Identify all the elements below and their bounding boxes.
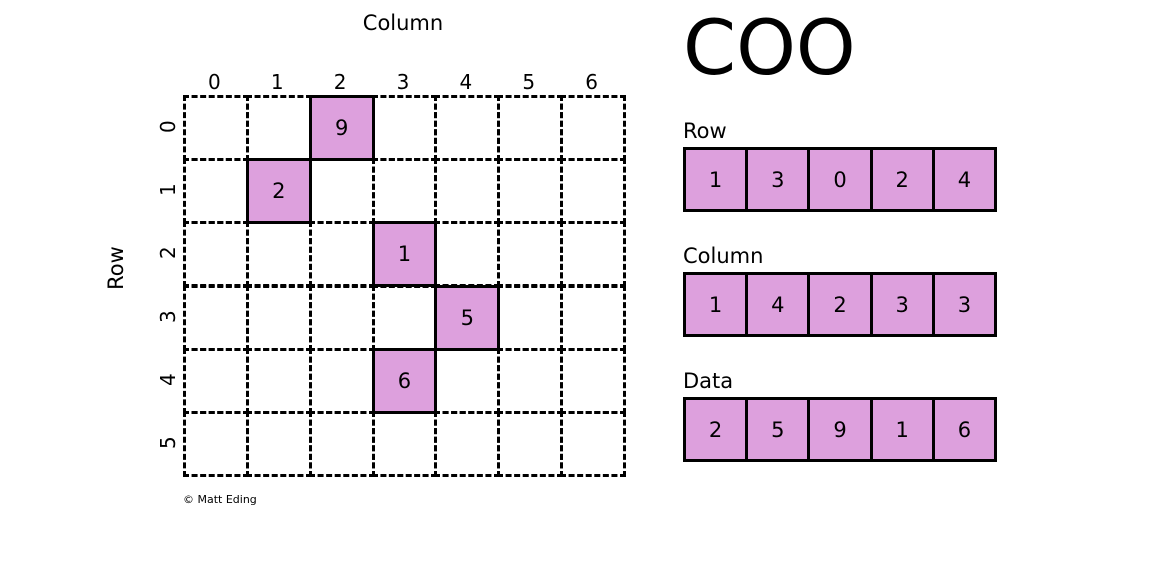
matrix-cell-empty-r1-c0 [183, 158, 249, 225]
coo-array-cell: 1 [686, 150, 749, 209]
matrix-cell-empty-r1-c2 [308, 158, 375, 225]
matrix-cell-empty-r5-c4 [434, 410, 501, 477]
matrix-cell-empty-r1-c6 [560, 158, 626, 225]
coo-array-cell: 0 [810, 150, 873, 209]
matrix-cell-empty-r4-c2 [308, 347, 375, 414]
row-tick-label-1: 1 [155, 158, 181, 221]
matrix-cell-empty-r5-c2 [308, 410, 375, 477]
matrix-cell-empty-r0-c5 [497, 95, 564, 162]
coo-array-cell: 3 [934, 275, 995, 334]
matrix-cell-empty-r2-c6 [560, 221, 626, 288]
matrix-cell-empty-r3-c5 [497, 284, 564, 351]
matrix-cell-empty-r5-c1 [245, 410, 312, 477]
coo-array-label-row: Row [683, 119, 727, 143]
column-tick-label-3: 3 [396, 70, 410, 94]
coo-array-label-data: Data [683, 369, 734, 393]
matrix-cell-empty-r2-c4 [434, 221, 501, 288]
matrix-cell-empty-r3-c3 [371, 284, 438, 351]
matrix-row-axis-title: Row [104, 246, 128, 290]
matrix-cell-empty-r3-c6 [560, 284, 626, 351]
matrix-cell-empty-r2-c1 [245, 221, 312, 288]
matrix-cell-empty-r5-c6 [560, 410, 626, 477]
coo-array-cell: 2 [872, 150, 935, 209]
coo-array-cell: 4 [748, 275, 811, 334]
matrix-cell-filled-r0-c2: 9 [308, 95, 375, 162]
column-tick-label-4: 4 [459, 70, 473, 94]
matrix-cell-empty-r1-c4 [434, 158, 501, 225]
matrix-column-axis-title: Column [362, 11, 444, 35]
credit-text: © Matt Eding [183, 493, 257, 506]
matrix-cell-empty-r0-c6 [560, 95, 626, 162]
row-tick-label-5: 5 [155, 411, 181, 474]
coo-array-cell: 9 [810, 400, 873, 459]
coo-array-cell: 6 [934, 400, 995, 459]
row-tick-label-2: 2 [155, 221, 181, 284]
column-tick-label-5: 5 [522, 70, 536, 94]
matrix-cell-filled-r4-c3: 6 [371, 347, 438, 414]
matrix-cell-empty-r4-c1 [245, 347, 312, 414]
matrix-cell-empty-r5-c3 [371, 410, 438, 477]
column-tick-label-6: 6 [585, 70, 598, 94]
coo-array-label-column: Column [683, 244, 764, 268]
row-tick-label-4: 4 [155, 348, 181, 411]
row-tick-label-0: 0 [155, 95, 181, 158]
matrix-cell-empty-r3-c2 [308, 284, 375, 351]
matrix-cell-empty-r4-c4 [434, 347, 501, 414]
coo-heading: COO [683, 3, 856, 92]
coo-array-cell: 1 [872, 400, 935, 459]
coo-array-cell: 2 [686, 400, 749, 459]
matrix-cell-empty-r4-c0 [183, 347, 249, 414]
coo-array-cell: 1 [686, 275, 749, 334]
matrix-cell-empty-r2-c0 [183, 221, 249, 288]
matrix-cell-empty-r0-c1 [245, 95, 312, 162]
matrix-cell-empty-r5-c5 [497, 410, 564, 477]
matrix-cell-empty-r4-c6 [560, 347, 626, 414]
coo-array-cell: 3 [748, 150, 811, 209]
coo-array-cell: 4 [934, 150, 995, 209]
column-tick-label-1: 1 [270, 70, 284, 94]
column-tick-labels: 0 1 2 3 4 5 6 [183, 70, 623, 95]
matrix-cell-empty-r2-c5 [497, 221, 564, 288]
coo-array-cell: 3 [872, 275, 935, 334]
coo-array-cell: 5 [748, 400, 811, 459]
matrix-cell-filled-r2-c3: 1 [371, 221, 438, 288]
matrix-cell-filled-r1-c1: 2 [245, 158, 312, 225]
matrix-cell-empty-r2-c2 [308, 221, 375, 288]
matrix-cell-filled-r3-c4: 5 [434, 284, 501, 351]
matrix-cell-empty-r0-c3 [371, 95, 438, 162]
matrix-cell-empty-r3-c0 [183, 284, 249, 351]
column-tick-label-0: 0 [208, 70, 221, 94]
coo-array-cell: 2 [810, 275, 873, 334]
matrix-cell-empty-r5-c0 [183, 410, 249, 477]
matrix-cell-empty-r0-c4 [434, 95, 501, 162]
matrix-cell-empty-r4-c5 [497, 347, 564, 414]
matrix-cell-empty-r1-c5 [497, 158, 564, 225]
column-tick-label-2: 2 [333, 70, 347, 94]
matrix-cell-empty-r1-c3 [371, 158, 438, 225]
row-tick-label-3: 3 [155, 285, 181, 348]
matrix-cell-empty-r0-c0 [183, 95, 249, 162]
matrix-cell-empty-r3-c1 [245, 284, 312, 351]
